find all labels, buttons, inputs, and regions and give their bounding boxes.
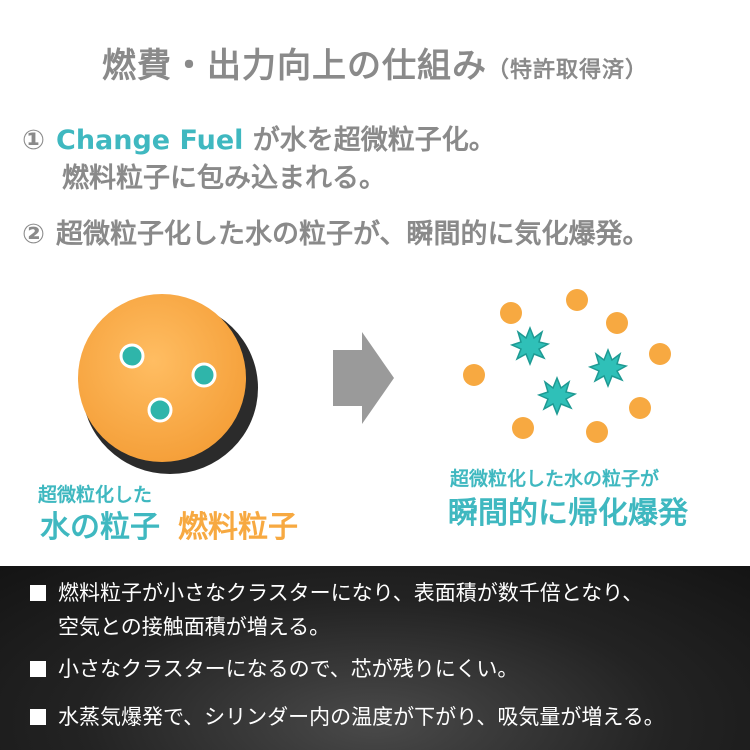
bullet-2-line1: 小さなクラスターになるので、芯が残りにくい。 — [58, 657, 519, 681]
left-caption-small: 超微粒化した — [38, 484, 153, 506]
square-bullet-icon — [30, 661, 46, 677]
step-2-text: 超微粒子化した水の粒子が、瞬間的に気化爆発。 — [56, 219, 650, 250]
step-2: ② 超微粒子化した水の粒子が、瞬間的に気化爆発。 — [22, 216, 649, 254]
fuel-particle — [629, 397, 651, 419]
bullet-1-line1: 燃料粒子が小さなクラスターになり、表面積が数千倍となり、 — [58, 581, 644, 605]
bullet-1: 燃料粒子が小さなクラスターになり、表面積が数千倍となり、 空気との接触面積が増え… — [30, 576, 643, 644]
left-caption-water: 水の粒子 — [40, 510, 160, 545]
arrow-right-icon — [333, 332, 394, 424]
fuel-particle — [586, 421, 608, 443]
water-particle — [147, 397, 173, 423]
square-bullet-icon — [30, 709, 46, 725]
step-1-text: が水を超微粒子化。 — [243, 125, 496, 156]
burst-icon — [536, 375, 578, 417]
fuel-particle — [606, 312, 628, 334]
step-1-continuation: 燃料粒子に包み込まれる。 — [62, 163, 386, 194]
explanation-panel — [0, 566, 750, 750]
fuel-particle — [512, 417, 534, 439]
water-particle — [191, 362, 217, 388]
fuel-particle — [649, 343, 671, 365]
page-title: 燃費・出力向上の仕組み（特許取得済） — [0, 38, 750, 87]
diagram-graphic — [78, 289, 671, 474]
right-caption-big: 瞬間的に帰化爆発 — [448, 496, 688, 531]
brand-name: Change Fuel — [56, 125, 244, 156]
burst-icon — [509, 325, 551, 367]
bullet-3: 水蒸気爆発で、シリンダー内の温度が下がり、吸気量が増える。 — [30, 700, 665, 734]
burst-icon — [587, 347, 629, 389]
bullet-3-line1: 水蒸気爆発で、シリンダー内の温度が下がり、吸気量が増える。 — [58, 705, 665, 729]
step-1-number: ① — [22, 125, 45, 156]
fuel-particle — [500, 302, 522, 324]
bullet-1-line2: 空気との接触面積が増える。 — [58, 615, 331, 639]
fuel-particle — [463, 364, 485, 386]
bullet-2: 小さなクラスターになるので、芯が残りにくい。 — [30, 652, 518, 686]
water-particle — [119, 343, 145, 369]
title-sub: （特許取得済） — [486, 58, 648, 83]
step-1: ① Change Fuel が水を超微粒子化。 燃料粒子に包み込まれる。 — [22, 122, 496, 198]
step-2-number: ② — [22, 219, 45, 250]
title-main: 燃費・出力向上の仕組み — [101, 46, 487, 86]
square-bullet-icon — [30, 585, 46, 601]
left-caption-fuel: 燃料粒子 — [178, 510, 298, 545]
fuel-droplet — [78, 294, 246, 462]
mechanism-diagram: 超微粒化した 水の粒子 燃料粒子 超微粒化した水の粒子が 瞬間的に帰化爆発 — [0, 280, 750, 545]
right-caption-small: 超微粒化した水の粒子が — [450, 468, 660, 490]
fuel-particle — [566, 289, 588, 311]
